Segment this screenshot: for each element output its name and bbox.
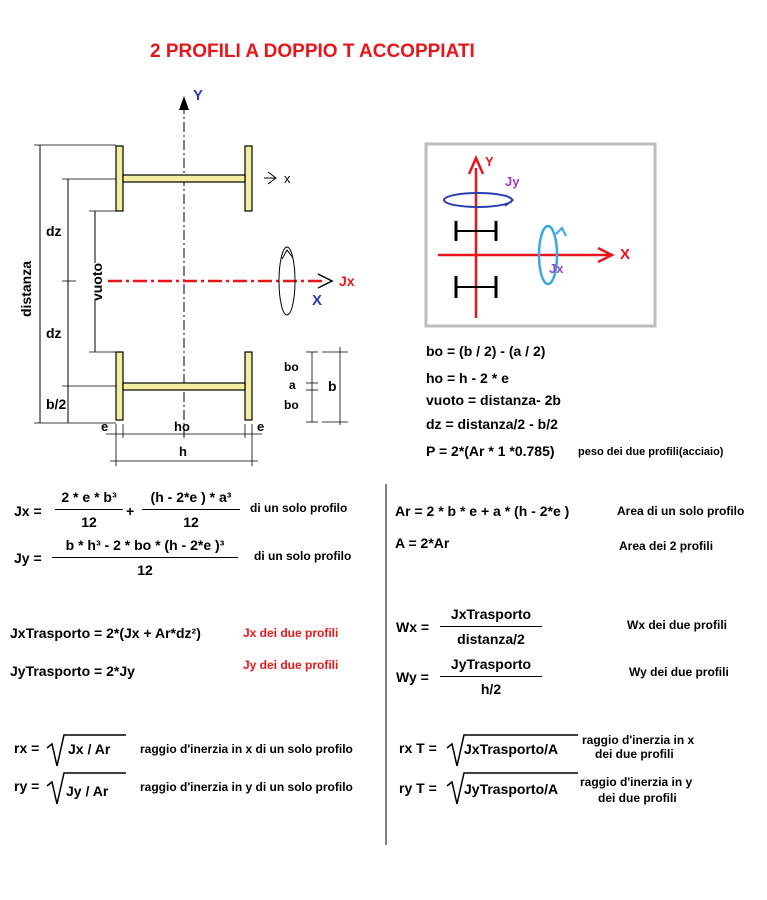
ho-label: ho [174, 419, 190, 434]
ry-note: raggio d'inerzia in y di un solo profilo [140, 780, 353, 794]
jy-formula-label: Jy = [14, 550, 42, 566]
a-formula: A = 2*Ar [395, 535, 450, 551]
jy-fraction: b * h³ - 2 * bo * (h - 2*e )³ 12 [52, 537, 238, 578]
def-p: P = 2*(Ar * 1 *0.785) [426, 443, 555, 459]
jx-fraction-2: (h - 2*e ) * a³ 12 [142, 489, 240, 530]
jx-plus-sign: + [126, 503, 135, 519]
jx-fraction-2-denominator: 12 [183, 514, 199, 530]
jy-fraction-bar [52, 557, 238, 558]
jy-fraction-denominator: 12 [137, 562, 153, 578]
dz-bottom-label: dz [46, 325, 62, 341]
a-note: Area dei 2 profili [619, 539, 714, 553]
b-half-label: b/2 [46, 396, 67, 412]
jx-trasporto-formula: JxTrasporto = 2*(Jx + Ar*dz²) [10, 625, 201, 641]
jy-note: di un solo profilo [254, 549, 352, 563]
jy-fraction-numerator: b * h³ - 2 * bo * (h - 2*e )³ [65, 537, 225, 553]
wx-fraction: JxTrasporto distanza/2 [440, 606, 542, 647]
jx-fraction-1: 2 * e * b³ 12 [55, 489, 123, 530]
jx-fraction-1-bar [55, 509, 123, 510]
section-b-label: b [328, 378, 337, 394]
def-bo: bo = (b / 2) - (a / 2) [426, 343, 546, 359]
box-jx-label: Jx [549, 261, 564, 276]
main-y-axis-label: Y [193, 87, 204, 104]
def-dz: dz = distanza/2 - b/2 [426, 416, 558, 432]
jx-trasporto-note: Jx dei due profili [243, 626, 339, 640]
rx-note: raggio d'inerzia in x di un solo profilo [140, 742, 353, 756]
main-x-axis-label: X [312, 292, 323, 309]
rx-formula-label: rx = [14, 740, 40, 756]
section-bo-bottom-label: bo [284, 398, 299, 412]
bottom-dimension-lines [106, 424, 262, 466]
def-vuoto: vuoto = distanza- 2b [426, 392, 561, 408]
axes-box [424, 142, 657, 328]
jy-trasporto-formula: JyTrasporto = 2*Jy [10, 663, 135, 679]
wy-note: Wy dei due profili [629, 665, 729, 679]
wx-formula-label: Wx = [396, 619, 430, 635]
e-left-label: e [101, 419, 109, 434]
box-x-axis-label: X [620, 246, 631, 263]
h-label: h [179, 444, 187, 459]
sqrt-signs [46, 734, 578, 805]
jx-fraction-2-bar [142, 509, 240, 510]
rx-radicand: Jx / Ar [68, 741, 111, 757]
jx-note: di un solo profilo [250, 501, 348, 515]
ryt-note-line2: dei due profili [598, 791, 677, 805]
distanza-label: distanza [18, 260, 35, 318]
def-ho: ho = h - 2 * e [426, 370, 509, 386]
page-title: 2 PROFILI A DOPPIO T ACCOPPIATI [150, 41, 475, 62]
ryt-radicand: JyTrasporto/A [464, 781, 559, 797]
wy-formula-label: Wy = [396, 669, 429, 685]
rxt-note-line1: raggio d'inerzia in x [582, 733, 695, 747]
jx-formula-label: Jx = [14, 503, 42, 519]
vuoto-label: vuoto [89, 262, 106, 302]
jx-fraction-1-denominator: 12 [81, 514, 97, 530]
main-x-axis [108, 273, 334, 289]
left-dimension-lines [34, 144, 116, 424]
e-right-label: e [257, 419, 265, 434]
jx-fraction-1-numerator: 2 * e * b³ [61, 489, 117, 505]
wy-fraction-denominator: h/2 [480, 681, 502, 697]
jx-label: Jx [339, 273, 355, 289]
ar-note: Area di un solo profilo [617, 504, 745, 518]
rxt-radicand: JxTrasporto/A [464, 741, 559, 757]
rxt-formula-label: rx T = [399, 740, 437, 756]
small-x-axis-arrow [264, 171, 277, 185]
dz-top-label: dz [46, 223, 62, 239]
section-bo-top-label: bo [284, 360, 299, 374]
wx-fraction-bar [440, 626, 542, 627]
top-i-beam [115, 145, 253, 212]
rxt-note-line2: dei due profili [595, 747, 674, 761]
bottom-i-beam [115, 351, 253, 421]
section-dimension-lines [306, 347, 348, 425]
wx-note: Wx dei due profili [627, 618, 728, 632]
jx-rotation-symbol [278, 246, 296, 316]
section-a-label: a [289, 378, 296, 392]
ry-radicand: Jy / Ar [66, 783, 109, 799]
wy-fraction: JyTrasporto h/2 [440, 656, 542, 697]
small-x-axis-label: x [284, 171, 291, 186]
weight-note: peso dei due profili(acciaio) [578, 446, 724, 458]
wx-fraction-numerator: JxTrasporto [450, 606, 532, 622]
ryt-note-line1: raggio d'inerzia in y [580, 775, 693, 789]
box-y-axis-label: Y [485, 154, 494, 169]
ar-formula: Ar = 2 * b * e + a * (h - 2*e ) [395, 503, 570, 519]
ry-formula-label: ry = [14, 778, 40, 794]
jx-fraction-2-numerator: (h - 2*e ) * a³ [150, 489, 232, 505]
jy-trasporto-note: Jy dei due profili [243, 658, 339, 672]
wy-fraction-numerator: JyTrasporto [450, 656, 532, 672]
wy-fraction-bar [440, 676, 542, 677]
box-jy-label: Jy [505, 174, 520, 189]
ryt-formula-label: ry T = [399, 780, 437, 796]
wx-fraction-denominator: distanza/2 [457, 631, 525, 647]
